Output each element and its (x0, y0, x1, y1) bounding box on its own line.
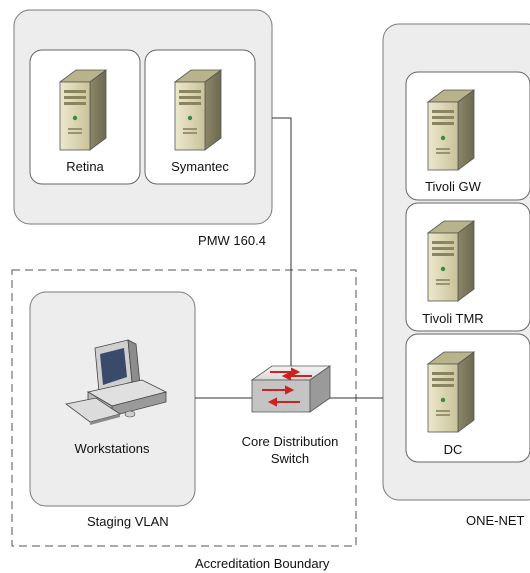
link-pmw-switch (272, 117, 292, 368)
server-icon (427, 89, 475, 171)
symantec-label: Symantec (171, 159, 229, 174)
one-net-group-label: ONE-NET (466, 513, 525, 528)
accreditation-boundary (11, 269, 357, 547)
workstations-label: Workstations (75, 441, 150, 456)
staging-vlan-group: Workstations (29, 291, 196, 507)
accreditation-boundary-label: Accreditation Boundary (195, 556, 330, 571)
server-icon (427, 220, 475, 302)
one-net-group: Tivoli GW Tivoli TMR DC (382, 23, 530, 501)
server-icon (174, 69, 222, 151)
workstations-node[interactable]: Workstations (65, 339, 168, 456)
server-icon (59, 69, 107, 151)
core-switch-node[interactable]: Core Distribution Switch (242, 365, 339, 466)
pmw-group-label: PMW 160.4 (198, 233, 266, 248)
pmw-group: Retina Symantec (13, 9, 273, 225)
dc-label: DC (444, 442, 463, 457)
connections (195, 117, 383, 399)
retina-label: Retina (66, 159, 104, 174)
tivoli-gw-node[interactable]: Tivoli GW (405, 71, 530, 201)
workstation-icon (65, 339, 168, 425)
retina-node[interactable]: Retina (29, 49, 141, 185)
switch-label-line2: Switch (271, 451, 309, 466)
staging-vlan-label: Staging VLAN (87, 514, 169, 529)
switch-icon (250, 365, 332, 413)
tivoli-tmr-label: Tivoli TMR (422, 311, 483, 326)
server-icon (427, 351, 475, 433)
symantec-node[interactable]: Symantec (144, 49, 256, 185)
dc-node[interactable]: DC (405, 333, 530, 463)
tivoli-gw-label: Tivoli GW (425, 179, 482, 194)
tivoli-tmr-node[interactable]: Tivoli TMR (405, 202, 530, 332)
switch-label-line1: Core Distribution (242, 434, 339, 449)
